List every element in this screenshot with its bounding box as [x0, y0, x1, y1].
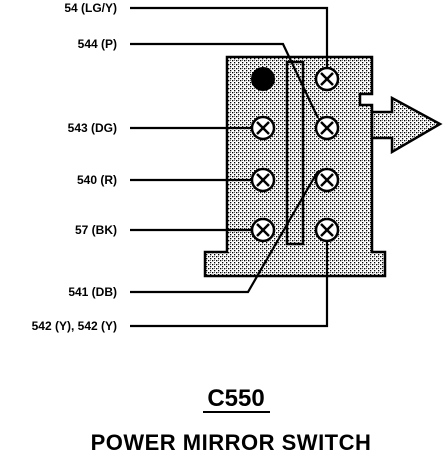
- latch-slot: [285, 60, 305, 246]
- pin-left-3: [250, 167, 276, 193]
- wire-label-544: 544 (P): [78, 37, 117, 51]
- connector-id: C550: [207, 385, 264, 412]
- pin-left-4: [250, 217, 276, 243]
- wire-label-543: 543 (DG): [68, 121, 117, 135]
- wire-542: [130, 241, 329, 328]
- wire-label-540: 540 (R): [77, 173, 117, 187]
- wire-54: [130, 6, 329, 68]
- wire-label-541: 541 (DB): [68, 285, 117, 299]
- wire-label-54: 54 (LG/Y): [64, 1, 117, 15]
- key-dot: [251, 67, 275, 91]
- pin-right-3: [314, 167, 340, 193]
- wire-544: [130, 42, 319, 119]
- wire-label-57: 57 (BK): [75, 223, 117, 237]
- wire-541: [130, 170, 319, 294]
- pin-right-1: [314, 66, 340, 92]
- pin-right-2: [314, 115, 340, 141]
- view-arrow-icon: [370, 95, 443, 155]
- wire-label-542: 542 (Y), 542 (Y): [32, 319, 117, 333]
- pin-left-2: [250, 115, 276, 141]
- connector-name: POWER MIRROR SWITCH: [91, 430, 372, 455]
- pin-right-4: [314, 217, 340, 243]
